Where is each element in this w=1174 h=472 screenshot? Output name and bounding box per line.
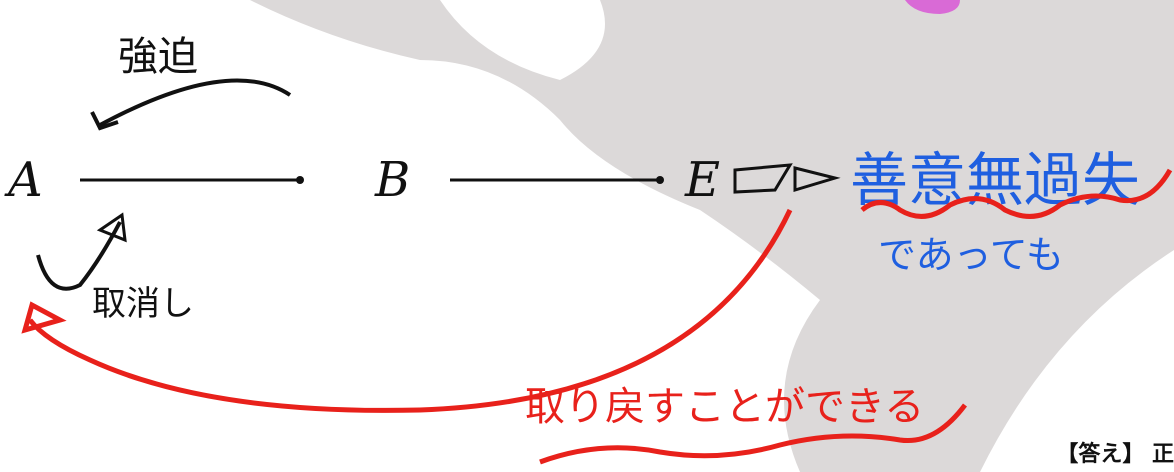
rescission-arrow — [36, 221, 122, 291]
rescission-arrow-head — [96, 212, 127, 243]
coercion-label: 強迫 — [118, 34, 198, 80]
reclaim-underline — [539, 403, 967, 465]
node-b: B — [374, 152, 410, 208]
node-a: A — [4, 152, 43, 208]
good-faith-underline — [860, 168, 1173, 219]
background-highlight — [440, 0, 605, 80]
land-icon — [733, 163, 841, 194]
coercion-arrow-head — [90, 111, 119, 131]
node-e: E — [684, 152, 720, 208]
reclaim-arrow — [28, 208, 793, 413]
answer-text: 【答え】 正 — [1056, 442, 1174, 467]
coercion-arrow — [99, 78, 292, 127]
rescission-label: 取消し — [92, 284, 194, 324]
pink-blob — [905, 0, 960, 14]
reclaim-arrow-head — [21, 301, 67, 334]
arrow-b-to-e-head — [656, 176, 664, 184]
even-if-label: であっても — [878, 233, 1064, 277]
background-silhouette — [250, 0, 1174, 472]
reclaim-label: 取り戻すことができる — [525, 384, 924, 430]
arrow-a-to-b-head — [296, 176, 304, 184]
